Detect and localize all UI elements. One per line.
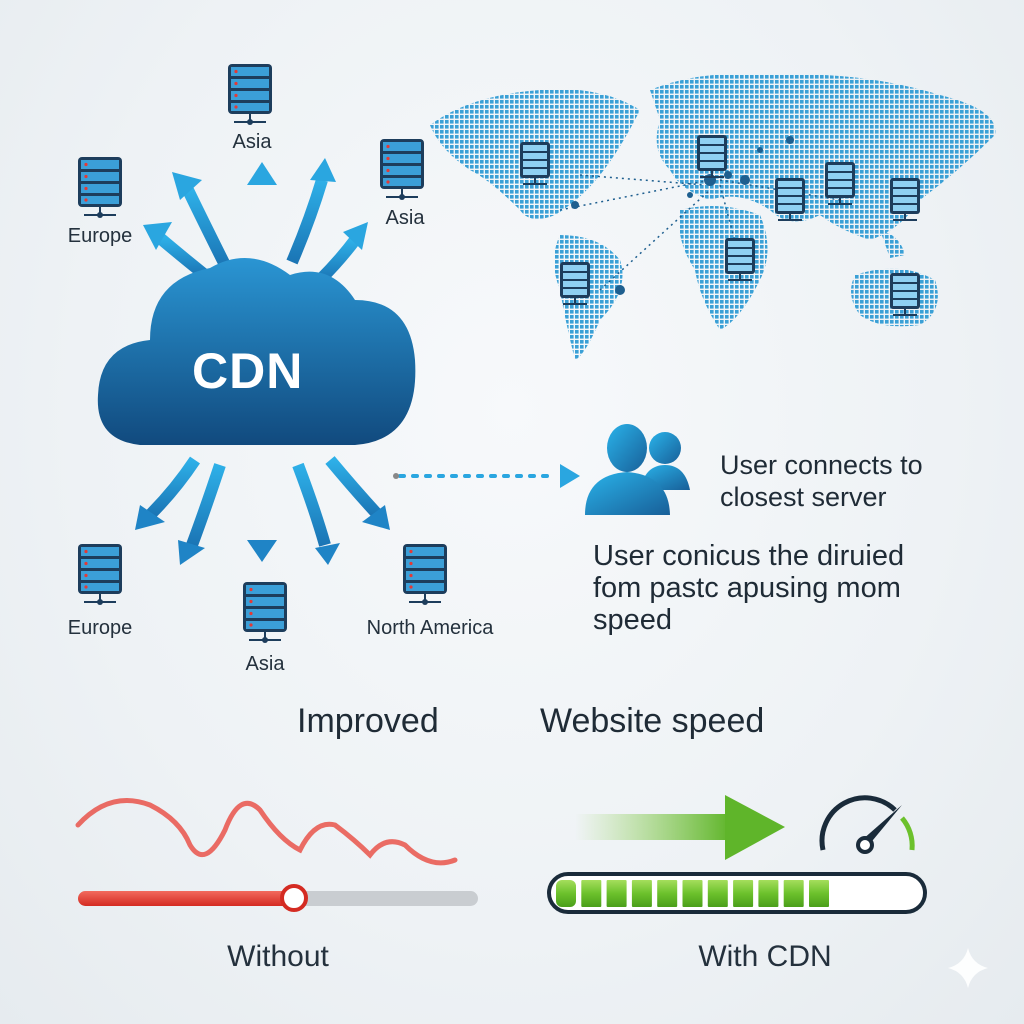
progress-segment — [707, 880, 728, 907]
heading-website-speed: Website speed — [540, 702, 765, 740]
fast-arrow — [575, 795, 785, 860]
sparkle-icon — [948, 948, 988, 988]
progress-segment — [682, 880, 703, 907]
server-label-asia-bottom: Asia — [245, 653, 285, 675]
progress-segment — [556, 880, 576, 907]
distribution-arrowheads — [135, 505, 390, 565]
users-icon — [585, 424, 690, 515]
server-label-asia-right: Asia — [385, 207, 425, 229]
progress-segment — [733, 880, 754, 907]
distribution-arrows — [145, 456, 383, 548]
progress-segment — [758, 880, 779, 907]
progress-segment — [606, 880, 627, 907]
progress-segment — [809, 880, 829, 907]
server-label-asia-top: Asia — [232, 131, 272, 153]
dotted-arrow — [393, 464, 580, 488]
user-description-line: speed — [593, 604, 673, 636]
user-description: User conicus the diruied fom pastc apusi… — [593, 540, 904, 636]
server-label-north-america: North America — [366, 617, 494, 639]
server-label-europe-bottom: Europe — [67, 617, 133, 639]
upload-arrowheads — [143, 158, 368, 250]
user-caption-line: closest server — [720, 482, 887, 512]
cdn-cloud — [97, 258, 416, 445]
with-cdn-label: With CDN — [698, 940, 832, 973]
user-caption: User connects to closest server — [720, 449, 923, 513]
slow-wave — [75, 798, 458, 866]
heading-improved: Improved — [297, 702, 439, 740]
with-cdn-progress-bar — [547, 872, 927, 914]
progress-segment — [657, 880, 678, 907]
server-label-europe-top: Europe — [67, 225, 133, 247]
user-description-line: fom pastc apusing mom — [593, 572, 901, 604]
progress-segment — [783, 880, 804, 907]
without-label: Without — [227, 940, 329, 973]
without-progress-bar — [78, 884, 478, 912]
cdn-label: CDN — [192, 343, 304, 399]
user-description-line: User conicus the diruied — [593, 540, 905, 572]
progress-segment — [631, 880, 652, 907]
progress-segment — [581, 880, 602, 907]
world-map — [430, 74, 996, 360]
speedometer-icon — [819, 795, 915, 854]
user-caption-line: User connects to — [720, 450, 923, 480]
